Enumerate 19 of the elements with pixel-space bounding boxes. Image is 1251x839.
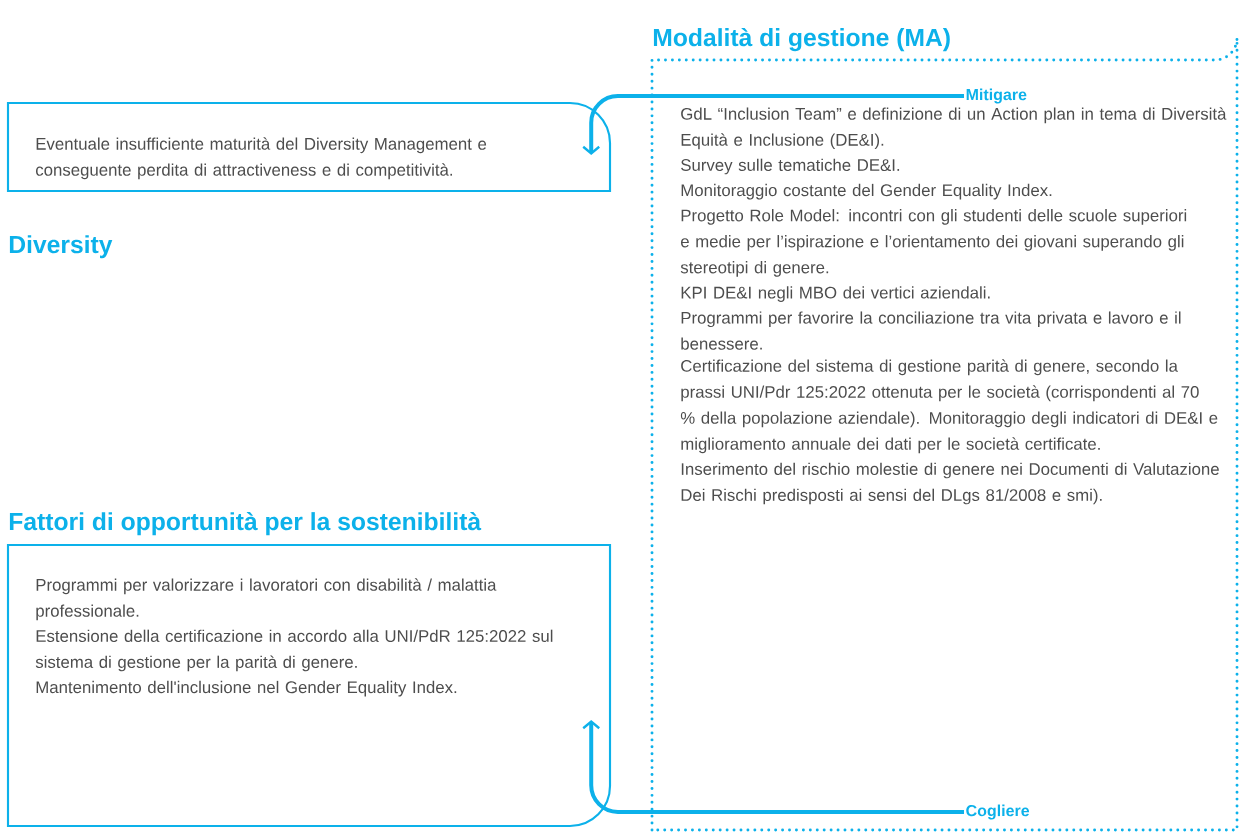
arrow-label: Cogliere (966, 804, 1030, 820)
paragraph: Certificazione del sistema di gestione parità di genere, secondo la prassi UNI/Pdr 125:2022 ottenuta per le società (corrispondenti al 70 % della popolazione aziendale). Monitoraggio degli indicatori di DE&I e miglioramento annuale dei dati per le società certificate. (680, 359, 1218, 454)
paragraph: Inserimento del rischio molestie di genere nei Documenti di Valutazione Dei Rischi predisposti ai sensi del DLgs 81/2008 e smi). (681, 462, 1219, 505)
section-heading: Fattori di opportunità per la sostenibilità (9, 511, 482, 536)
paragraph: KPI DE&I negli MBO dei vertici aziendali. (681, 286, 990, 302)
arrow (582, 94, 964, 155)
paragraph: Eventuale insufficiente maturità del Diversity Management e conseguente perdita di attractiveness e di competitività. (36, 137, 487, 180)
paragraph: Monitoraggio costante del Gender Equality Index. (681, 183, 1052, 200)
paragraph: Progetto Role Model: incontri con gli studenti delle scuole superiori e medie per l’ispirazione e l’orientamento dei giovani superando gli stereotipi di genere. (680, 209, 1187, 277)
section-heading: Diversity (9, 235, 113, 259)
paragraph: Estensione della certificazione in accordo alla UNI/PdR 125:2022 sul sistema di gestione per la parità di genere. (35, 629, 553, 672)
section-heading: Modalità di gestione (MA) (653, 27, 950, 52)
paragraph: Survey sulle tematiche DE&I. (681, 158, 900, 175)
paragraph: Programmi per valorizzare i lavoratori con disabilità / malattia professionale. (36, 578, 497, 621)
paragraph: Mantenimento dell'inclusione nel Gender Equality Index. (36, 680, 457, 697)
arrow-label: Mitigare (966, 88, 1027, 104)
paragraph: GdL “Inclusion Team” e definizione di un Action plan in tema di Diversità Equità e Inclusione (DE&I). (681, 107, 1227, 150)
paragraph: Programmi per favorire la conciliazione tra vita privata e lavoro e il benessere. (681, 311, 1181, 350)
arrow (582, 720, 964, 814)
